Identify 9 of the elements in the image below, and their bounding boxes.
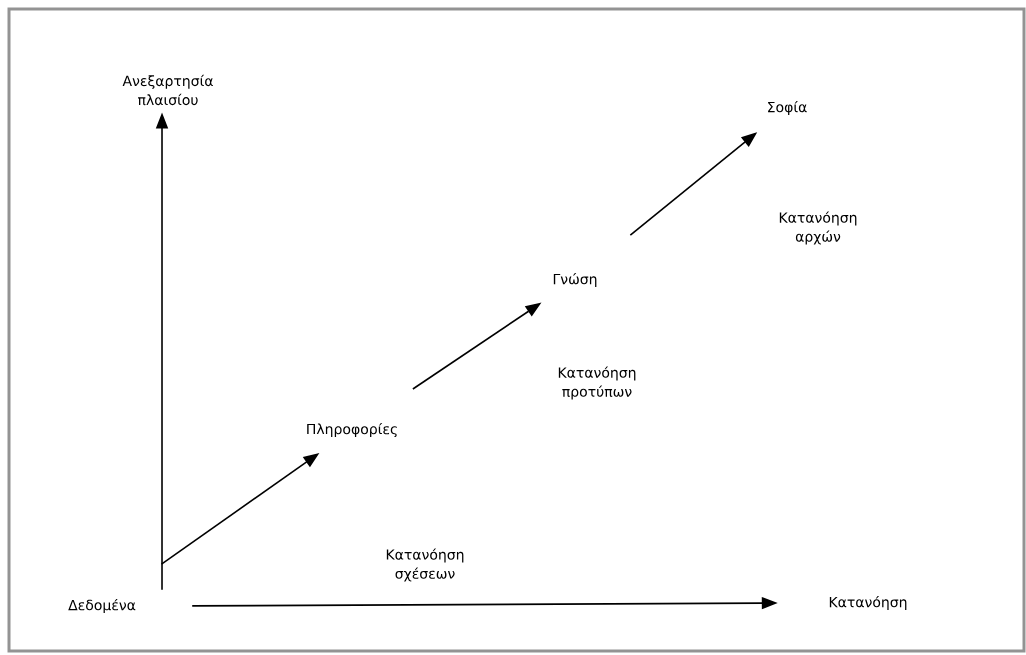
region-label: Κατανόηση προτύπων [558,366,636,400]
node-label: Κατανόηση [829,595,907,611]
node-label: Πληροφορίες [307,422,397,438]
region-label: Κατανόηση αρχών [779,211,857,245]
node-label: Σοφία [768,100,807,116]
node-label: Δεδομένα [68,598,136,614]
region-label: Κατανόηση σχέσεων [386,548,464,582]
node-label: Γνώση [553,272,597,288]
node-label: Ανεξαρτησία πλαισίου [122,74,213,106]
